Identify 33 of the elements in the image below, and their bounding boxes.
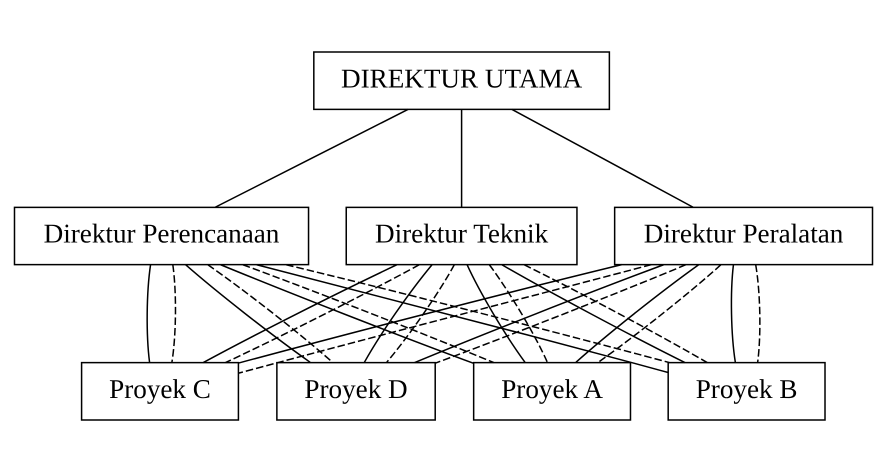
connector <box>466 264 526 363</box>
connector <box>501 264 686 364</box>
connector <box>238 264 622 364</box>
connector <box>524 264 708 364</box>
connector <box>754 264 761 362</box>
connector <box>286 264 670 364</box>
connector <box>220 264 474 364</box>
node-box: DIREKTUR UTAMA <box>313 51 610 110</box>
connector <box>488 264 548 363</box>
connector <box>512 108 694 208</box>
connector <box>460 109 462 207</box>
connector <box>242 264 494 364</box>
connector <box>386 264 455 363</box>
node-box: Proyek A <box>472 362 632 421</box>
connector <box>225 264 420 364</box>
node-box: Direktur Teknik <box>345 206 578 266</box>
connector <box>598 264 722 363</box>
connector <box>185 264 311 363</box>
node-box: Proyek B <box>667 362 826 421</box>
connector <box>730 264 736 362</box>
node-box: Proyek C <box>80 362 240 421</box>
connector <box>364 264 433 363</box>
node-box: Direktur Peralatan <box>614 206 874 266</box>
connector <box>207 264 334 363</box>
connector <box>146 264 152 362</box>
connector <box>435 264 686 364</box>
connector <box>202 264 398 364</box>
connector <box>414 264 664 364</box>
connector <box>214 108 408 208</box>
node-box: Proyek D <box>276 362 436 421</box>
node-box: Direktur Perencanaan <box>14 206 310 266</box>
connector <box>171 264 176 362</box>
connector <box>575 264 700 363</box>
